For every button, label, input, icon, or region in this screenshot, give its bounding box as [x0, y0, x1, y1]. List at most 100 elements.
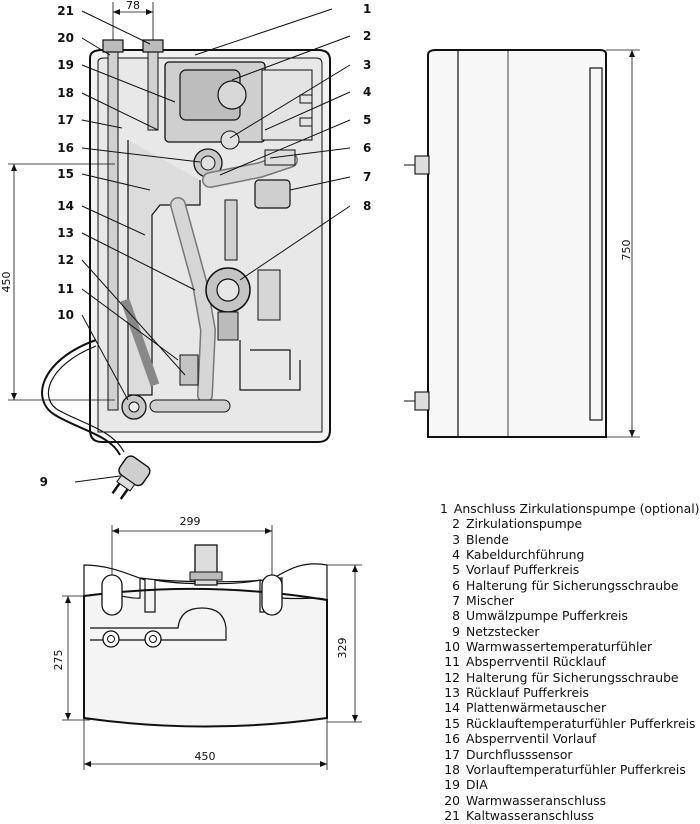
callout-19: 19 — [57, 58, 74, 72]
legend-number: 21 — [444, 807, 460, 823]
legend-item: 12 Halterung für Sicherungsschraube — [440, 670, 698, 685]
legend-text: Umwälzpumpe Pufferkreis — [466, 608, 628, 624]
legend-text: Durchflusssensor — [466, 746, 573, 762]
legend-text: Rücklauf Pufferkreis — [466, 685, 589, 701]
legend-number: 10 — [444, 639, 460, 655]
callout-6: 6 — [363, 141, 371, 155]
legend-item: 8 Umwälzpumpe Pufferkreis — [440, 608, 698, 623]
legend-number: 12 — [444, 669, 460, 685]
legend-item: 15 Rücklauftemperaturfühler Pufferkreis — [440, 716, 698, 731]
callout-1: 1 — [363, 2, 371, 16]
legend-text: Kabeldurchführung — [466, 547, 585, 563]
legend-number: 13 — [444, 685, 460, 701]
legend-number: 16 — [444, 731, 460, 747]
legend-number: 20 — [444, 792, 460, 808]
dim-750: 750 — [620, 240, 633, 261]
dimension-side-height — [606, 49, 640, 438]
legend-item: 17 Durchflusssensor — [440, 747, 698, 762]
callout-18: 18 — [57, 86, 74, 100]
dimension-bottom-width — [83, 718, 328, 770]
callout-13: 13 — [57, 226, 74, 240]
callout-14: 14 — [57, 199, 74, 213]
callout-9: 9 — [40, 475, 48, 489]
legend-item: 2 Zirkulationspumpe — [440, 516, 698, 531]
legend-item: 10 Warmwassertemperaturfühler — [440, 639, 698, 654]
legend-text: Absperrventil Vorlauf — [466, 731, 597, 747]
legend-text: Vorlauf Pufferkreis — [466, 562, 580, 578]
legend-number: 8 — [452, 608, 460, 624]
callout-7: 7 — [363, 170, 371, 184]
dim-450-vertical: 450 — [0, 272, 13, 293]
callout-10: 10 — [57, 308, 74, 322]
dimension-bottom-right — [327, 564, 362, 723]
legend-item: 3 Blende — [440, 532, 698, 547]
legend-text: Halterung für Sicherungsschraube — [466, 577, 679, 593]
callout-3: 3 — [363, 58, 371, 72]
legend-text: Netzstecker — [466, 623, 540, 639]
legend-item: 14 Plattenwärmetauscher — [440, 700, 698, 715]
callout-2: 2 — [363, 29, 371, 43]
dimension-front-height — [8, 163, 115, 401]
legend-number: 9 — [452, 623, 460, 639]
legend-text: Warmwasseranschluss — [466, 792, 607, 808]
legend-item: 1 Anschluss Zirkulationspumpe (optional) — [440, 501, 700, 516]
dim-275: 275 — [52, 650, 65, 671]
legend-number: 6 — [452, 577, 460, 593]
callout-21: 21 — [57, 4, 74, 18]
legend-number: 17 — [444, 746, 460, 762]
legend-item: 16 Absperrventil Vorlauf — [440, 731, 698, 746]
legend-number: 3 — [452, 531, 460, 547]
dim-329: 329 — [336, 638, 349, 659]
callout-4: 4 — [363, 85, 371, 99]
legend-number: 14 — [444, 700, 460, 716]
legend-text: Halterung für Sicherungsschraube — [466, 669, 679, 685]
bottom-view — [83, 544, 328, 728]
legend-item: 9 Netzstecker — [440, 624, 698, 639]
legend-item: 6 Halterung für Sicherungsschraube — [440, 578, 698, 593]
legend-number: 18 — [444, 761, 460, 777]
callout-20: 20 — [57, 31, 74, 45]
legend-number: 19 — [444, 777, 460, 793]
callouts-left: 9 10 11 12 13 14 15 16 17 18 19 20 21 — [40, 4, 74, 489]
legend-text: Vorlauftemperaturfühler Pufferkreis — [466, 761, 686, 777]
callout-16: 16 — [57, 141, 74, 155]
legend-text: Warmwassertemperaturfühler — [466, 639, 653, 655]
dimension-bottom-left — [62, 595, 90, 721]
side-view — [404, 49, 607, 438]
legend-item: 18 Vorlauftemperaturfühler Pufferkreis — [440, 762, 698, 777]
dim-450-horizontal: 450 — [195, 750, 216, 763]
legend-item: 7 Mischer — [440, 593, 698, 608]
callout-15: 15 — [57, 167, 74, 181]
callout-8: 8 — [363, 199, 371, 213]
legend-number: 15 — [444, 715, 460, 731]
dimension-pipe-spacing — [112, 2, 154, 40]
legend-number: 7 — [452, 593, 460, 609]
dimension-bottom-inner — [111, 525, 273, 575]
legend-item: 20 Warmwasseranschluss — [440, 793, 698, 808]
legend-text: Zirkulationspumpe — [466, 516, 583, 532]
legend-item: 5 Vorlauf Pufferkreis — [440, 562, 698, 577]
front-view — [41, 39, 331, 500]
legend-item: 11 Absperrventil Rücklauf — [440, 654, 698, 669]
dim-78: 78 — [126, 0, 140, 12]
legend-number: 11 — [444, 654, 460, 670]
callout-11: 11 — [57, 282, 74, 296]
legend-text: Rücklauftemperaturfühler Pufferkreis — [466, 715, 696, 731]
legend-text: Plattenwärmetauscher — [466, 700, 607, 716]
legend-number: 2 — [452, 516, 460, 532]
callouts-right: 1 2 3 4 5 6 7 8 — [363, 2, 371, 213]
legend-item: 21 Kaltwasseranschluss — [440, 808, 698, 823]
legend-text: Absperrventil Rücklauf — [466, 654, 606, 670]
callout-5: 5 — [363, 113, 371, 127]
legend-text: Anschluss Zirkulationspumpe (optional) — [453, 501, 700, 516]
legend-text: Mischer — [466, 593, 514, 609]
legend-text: Kaltwasseranschluss — [466, 807, 594, 823]
dim-299: 299 — [180, 515, 201, 528]
legend-text: Blende — [466, 531, 509, 547]
legend-number: 5 — [452, 562, 460, 578]
legend-number: 1 — [440, 501, 448, 516]
